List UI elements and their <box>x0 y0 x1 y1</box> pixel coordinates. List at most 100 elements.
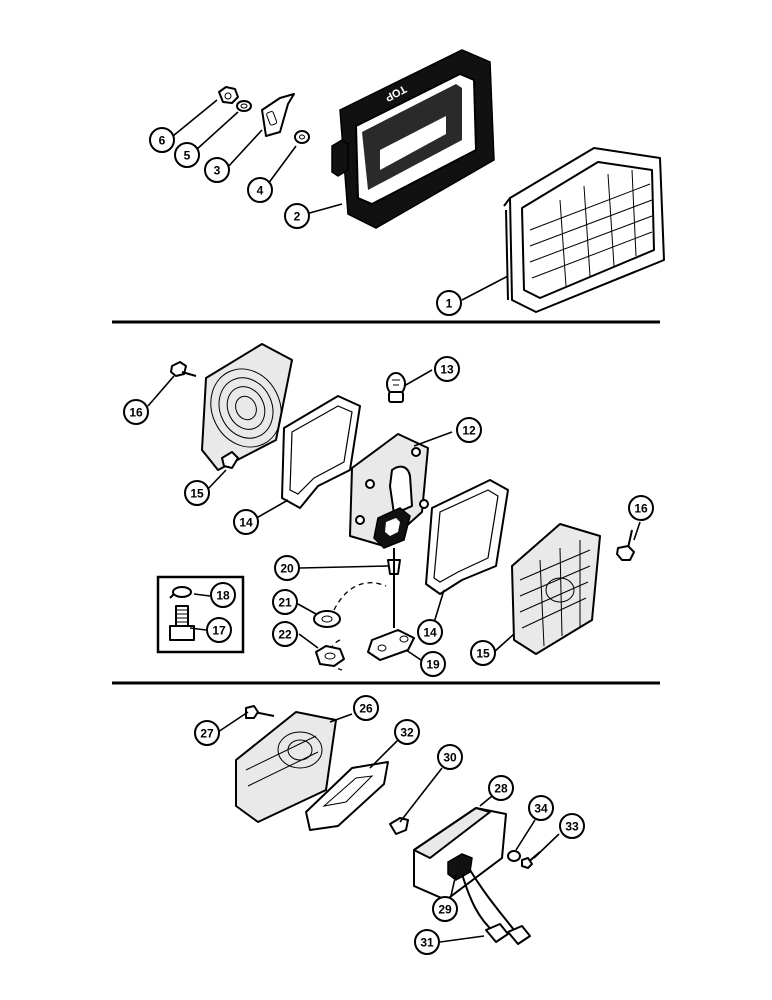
part-wire-terminal <box>387 548 401 628</box>
part-bolt-17 <box>169 605 195 641</box>
callout-circle <box>149 127 175 153</box>
part-screw-left <box>170 361 197 377</box>
callout-circle <box>420 651 446 677</box>
inset-box <box>156 575 245 654</box>
callout-number: 14 <box>239 516 253 530</box>
part-ground-plate <box>367 629 415 661</box>
callout-labels: 6534211613121514162018172122191415272632… <box>123 127 654 955</box>
callout-number: 31 <box>420 936 434 950</box>
part-flat-washer <box>294 130 310 144</box>
callout-c5: 5 <box>174 142 200 168</box>
callout-c18: 18 <box>210 582 236 608</box>
callout-c27: 27 <box>194 720 220 746</box>
part-screw-27 <box>245 705 275 719</box>
section-headlamp: TOP <box>172 49 665 313</box>
part-lamp-lens-26 <box>235 711 337 823</box>
callout-c32: 32 <box>394 719 420 745</box>
callout-c28: 28 <box>488 775 514 801</box>
callout-number: 17 <box>212 624 226 638</box>
callout-c20: 20 <box>274 555 300 581</box>
callout-number: 1 <box>446 297 453 311</box>
part-lens-left <box>201 343 293 471</box>
callout-circle <box>233 509 259 535</box>
callout-number: 26 <box>359 702 373 716</box>
part-gasket-right <box>425 479 509 595</box>
callout-circle <box>528 795 554 821</box>
part-sealed-beam-lamp <box>503 147 665 313</box>
callout-circle <box>272 589 298 615</box>
part-bracket-clip <box>261 93 295 137</box>
callout-c2: 2 <box>284 203 310 229</box>
callout-circle <box>123 399 149 425</box>
part-screw-right <box>616 529 635 561</box>
callout-number: 14 <box>423 626 437 640</box>
callout-circle <box>206 617 232 643</box>
callout-circle <box>174 142 200 168</box>
callout-c14b: 14 <box>417 619 443 645</box>
part-bulb <box>386 372 406 403</box>
section-marker-lamp <box>217 705 560 945</box>
part-lock-washer <box>236 100 252 112</box>
callout-number: 21 <box>278 596 292 610</box>
part-wire-harness <box>461 869 531 945</box>
callout-circle <box>210 582 236 608</box>
callout-number: 2 <box>294 210 301 224</box>
callout-circle <box>247 177 273 203</box>
callout-c19: 19 <box>420 651 446 677</box>
callout-number: 15 <box>476 647 490 661</box>
part-lamp-base-28 <box>413 807 507 901</box>
callout-number: 5 <box>184 149 191 163</box>
callout-number: 18 <box>216 589 230 603</box>
callout-c26: 26 <box>353 695 379 721</box>
callout-circle <box>488 775 514 801</box>
part-base-plate <box>349 433 429 549</box>
callout-number: 16 <box>129 406 143 420</box>
callout-number: 15 <box>190 487 204 501</box>
callout-c34: 34 <box>528 795 554 821</box>
callout-number: 29 <box>438 903 452 917</box>
part-nut <box>218 86 239 104</box>
callout-c31: 31 <box>414 929 440 955</box>
callout-c29: 29 <box>432 896 458 922</box>
callout-circle <box>204 157 230 183</box>
callout-circle <box>437 744 463 770</box>
callout-c13: 13 <box>434 356 460 382</box>
callout-number: 12 <box>462 424 476 438</box>
callout-c17: 17 <box>206 617 232 643</box>
callout-circle <box>628 495 654 521</box>
part-lens-right <box>511 523 601 655</box>
callout-number: 3 <box>214 164 221 178</box>
callout-c1: 1 <box>436 290 462 316</box>
part-lock-washer-18 <box>169 586 192 599</box>
callout-circle <box>470 640 496 666</box>
section-work-lamp <box>147 343 641 671</box>
callout-c6: 6 <box>149 127 175 153</box>
part-washer-21 <box>313 610 341 628</box>
callout-number: 34 <box>534 802 548 816</box>
callout-circle <box>417 619 443 645</box>
callout-circle <box>414 929 440 955</box>
callout-c12: 12 <box>456 417 482 443</box>
callout-circle <box>436 290 462 316</box>
callout-number: 33 <box>565 820 579 834</box>
callout-circle <box>184 480 210 506</box>
callout-number: 19 <box>426 658 440 672</box>
part-nut-22 <box>315 645 345 667</box>
callout-c4: 4 <box>247 177 273 203</box>
callout-circle <box>559 813 585 839</box>
callout-number: 22 <box>278 628 292 642</box>
callout-c33: 33 <box>559 813 585 839</box>
callout-circle <box>456 417 482 443</box>
callout-circle <box>394 719 420 745</box>
callout-c14a: 14 <box>233 509 259 535</box>
part-gasket-32 <box>305 761 389 831</box>
callout-circle <box>194 720 220 746</box>
callout-number: 16 <box>634 502 648 516</box>
callout-number: 13 <box>440 363 454 377</box>
callout-number: 32 <box>400 726 414 740</box>
part-headlamp-housing: TOP <box>331 49 495 229</box>
callout-number: 28 <box>494 782 508 796</box>
callout-circle <box>432 896 458 922</box>
callout-number: 6 <box>159 134 166 148</box>
